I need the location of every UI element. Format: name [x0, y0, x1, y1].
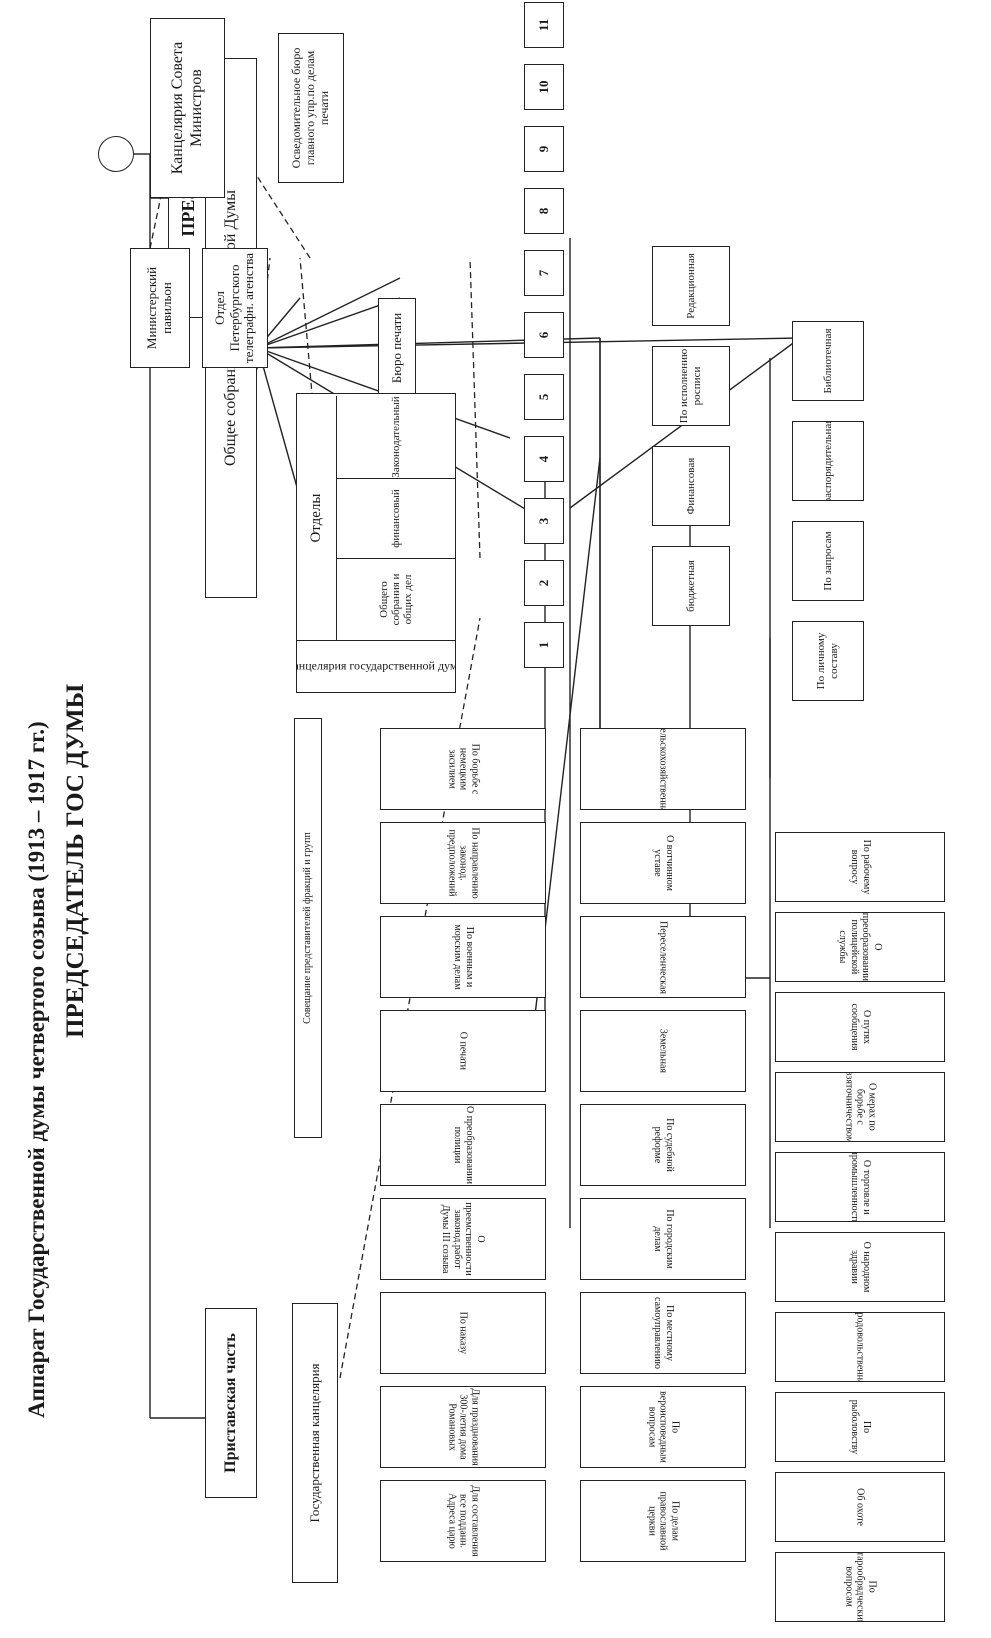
commission-box: О вотчинном уставе: [580, 822, 746, 904]
numbered-box-4: 4: [524, 436, 564, 482]
commission-box: Для празднования 300-летия дома Романовы…: [380, 1386, 546, 1468]
commission-box: По вероисповедным вопросам: [580, 1386, 746, 1468]
commission-box: По старообрядческим вопросам: [775, 1552, 945, 1622]
finance-dept-box: Редакционная: [652, 246, 730, 326]
commission-box: О мерах по борьбе с взяточничеством: [775, 1072, 945, 1142]
finance-dept-box: Финансовая: [652, 446, 730, 526]
commission-box: По городским делам: [580, 1198, 746, 1280]
press-bureau-box: Бюро печати: [378, 298, 416, 398]
commission-box: По местному самоуправлению: [580, 1292, 746, 1374]
commission-box: О торговле и промышленности: [775, 1152, 945, 1222]
numbered-box-11: 11: [524, 2, 564, 48]
commission-box: По наказу: [380, 1292, 546, 1374]
commission-box: О путях сообщения: [775, 992, 945, 1062]
numbered-box-10: 10: [524, 64, 564, 110]
ministers-pavilion-box: Министерский павильон: [130, 248, 190, 368]
commission-box: По военным и морским делам: [380, 916, 546, 998]
commission-box: О преобразовании полиции: [380, 1104, 546, 1186]
other-dept-box: Библиотечная: [792, 321, 864, 401]
commission-box: Земельная: [580, 1010, 746, 1092]
commission-box: Переселенческая: [580, 916, 746, 998]
dept-general: Общего собрания и общих дел: [337, 558, 455, 640]
commission-box: По направлению законод. предположений: [380, 822, 546, 904]
numbered-box-5: 5: [524, 374, 564, 420]
numbered-box-7: 7: [524, 250, 564, 296]
other-dept-box: По личному составу: [792, 621, 864, 701]
commission-box: О народном здравии: [775, 1232, 945, 1302]
commission-box: По судебной реформе: [580, 1104, 746, 1186]
commission-box: Продовольственная: [775, 1312, 945, 1382]
commission-box: Об охоте: [775, 1472, 945, 1542]
duma-chancellery-box: Канцелярия государственной думы Отделы О…: [296, 393, 456, 693]
dept-legislative: Законодательный: [389, 396, 402, 478]
commission-box: По делам православной церкви: [580, 1480, 746, 1562]
numbered-box-9: 9: [524, 126, 564, 172]
info-bureau-box: Осведомительное бюро главного упр.по дел…: [278, 33, 344, 183]
chart-subtitle: ПРЕДСЕДАТЕЛЬ ГОС ДУМЫ: [62, 683, 89, 1038]
commission-box: О печати: [380, 1010, 546, 1092]
commission-box: О преемственности законод.работ Думы III…: [380, 1198, 546, 1280]
numbered-box-3: 3: [524, 498, 564, 544]
departments-label: Отделы: [297, 396, 337, 640]
state-chancellery-box: Государственная канцелярия: [292, 1303, 338, 1583]
chart-title: Аппарат Государственной думы четвертого …: [24, 721, 49, 1418]
telegraph-box: Отдел Петербургского телеграфн. агенства: [202, 248, 268, 368]
chairman-circle: [98, 136, 134, 172]
commission-box: О преобразовании полицейской службы: [775, 912, 945, 982]
dept-finance: финансовый: [337, 478, 455, 558]
finance-dept-box: По исполнению росписи: [652, 346, 730, 426]
commission-box: По борьбе с немецким засилием: [380, 728, 546, 810]
numbered-box-6: 6: [524, 312, 564, 358]
finance-dept-box: бюджетная: [652, 546, 730, 626]
commission-box: По рабочему вопросу: [775, 832, 945, 902]
council-factions-box: Совещание представителей фракций и групп: [294, 718, 322, 1138]
commission-box: Для составления все подданн. Адреса царю: [380, 1480, 546, 1562]
numbered-box-8: 8: [524, 188, 564, 234]
commission-box: По рыболовству: [775, 1392, 945, 1462]
numbered-box-1: 1: [524, 622, 564, 668]
other-dept-box: По запросам: [792, 521, 864, 601]
other-dept-box: распорядительная: [792, 421, 864, 501]
council-ministers-box: Канцелярия Совета Министров: [150, 18, 225, 198]
bailiff-box: Приставская часть: [205, 1308, 257, 1498]
commission-box: Сельскохозяйственная: [580, 728, 746, 810]
duma-chancellery-title: Канцелярия государственной думы: [296, 640, 456, 692]
numbered-box-2: 2: [524, 560, 564, 606]
